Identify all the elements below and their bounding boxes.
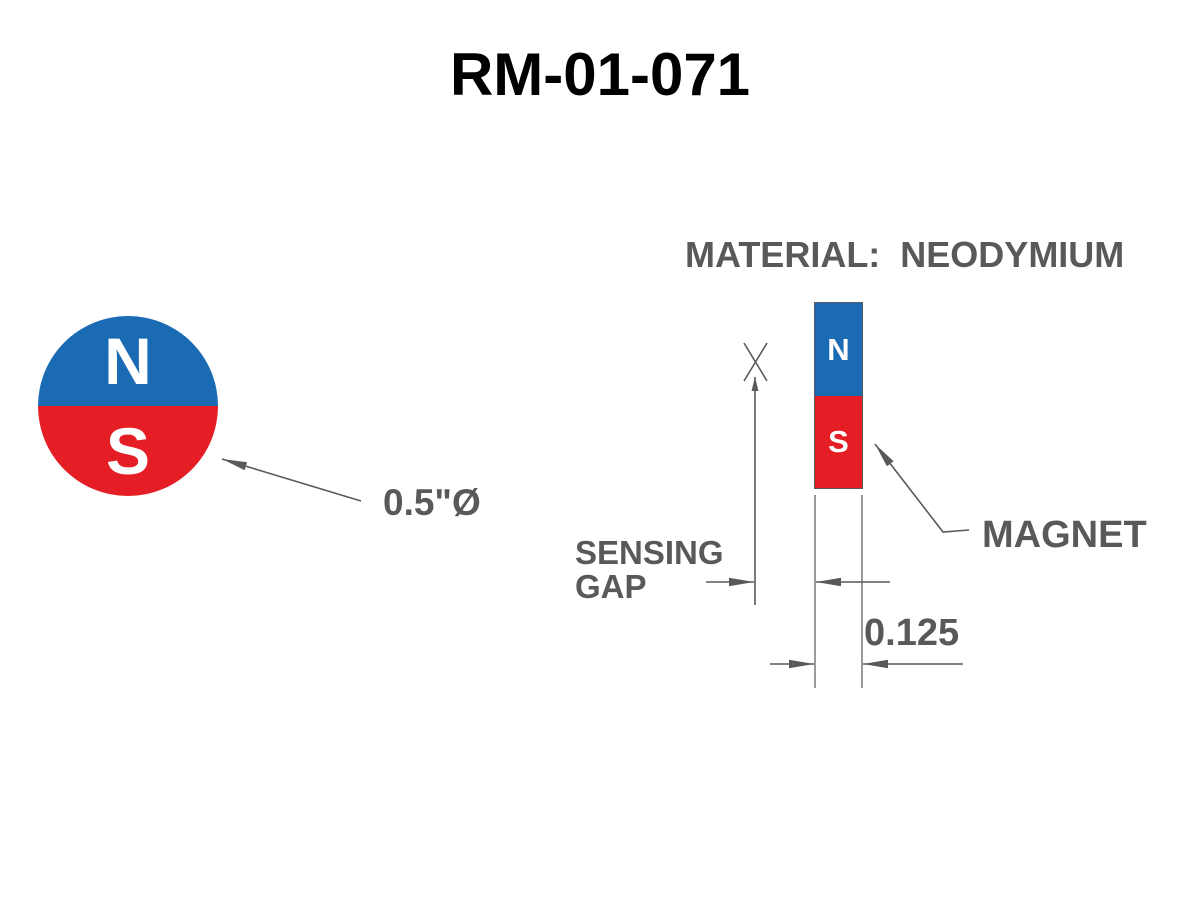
material-label: MATERIAL: NEODYMIUM [685,234,1125,275]
front-view-magnet: N S [38,316,218,496]
magnet-label: MAGNET [982,514,1147,556]
side-north-pole: N [815,303,862,396]
page-title: RM-01-071 [449,41,751,108]
sensor-axis-x-mark-1 [743,342,768,382]
diameter-label: 0.5"Ø [383,482,481,523]
diameter-leader-line [221,458,362,502]
sensor-axis-x-mark-2 [743,342,768,382]
sensing-gap-label-line1: SENSING [575,534,724,571]
magnet-leader-line [874,443,970,533]
sensing-gap-label-line2: GAP [575,568,647,605]
thickness-label: 0.125 [864,612,960,654]
side-south-label: S [828,424,849,460]
front-north-label: N [104,324,152,398]
front-south-label: S [105,414,151,488]
side-south-pole: S [815,395,862,488]
side-north-label: N [827,331,850,367]
front-south-pole: S [38,406,218,496]
side-view-magnet: N S [814,302,863,489]
front-north-pole: N [38,316,218,406]
sensing-gap-label: SENSING GAP [575,536,724,604]
